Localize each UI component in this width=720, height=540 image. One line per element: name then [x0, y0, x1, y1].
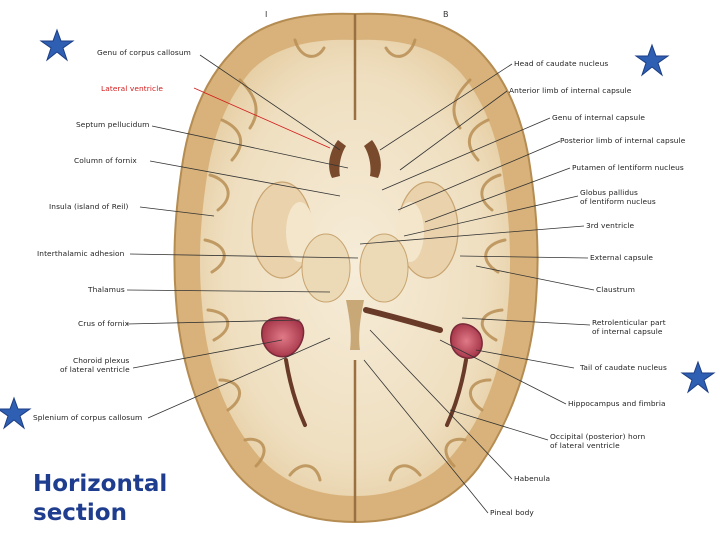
label-occipital-horn: Occipital (posterior) horn [550, 432, 646, 441]
label-globus-pallidus-line2: of lentiform nucleus [580, 197, 656, 206]
label-occipital-horn-line2: of lateral ventricle [550, 441, 620, 450]
label-column-of-fornix: Column of fornix [74, 156, 137, 165]
label-insula: Insula (island of Reil) [49, 202, 129, 211]
label-3rd-ventricle: 3rd ventricle [586, 221, 635, 230]
label-crus-of-fornix: Crus of fornix [78, 319, 130, 328]
label-thalamus: Thalamus [88, 285, 125, 294]
label-anterior-limb-ic: Anterior limb of internal capsule [509, 86, 632, 95]
label-lateral-ventricle: Lateral ventricle [101, 84, 164, 93]
lateral-ventricles [329, 140, 381, 350]
star-icon [0, 396, 32, 430]
label-retrolenticular-line2: of internal capsule [592, 327, 663, 336]
star-icon [680, 360, 716, 394]
occipital-horns [284, 358, 468, 427]
slide-title: Horizontal section [33, 470, 167, 528]
orientation-mark-left: I [265, 10, 268, 19]
orientation-mark-right: B [443, 10, 449, 19]
star-icon [634, 43, 670, 77]
label-external-capsule: External capsule [590, 253, 654, 262]
label-claustrum: Claustrum [596, 285, 635, 294]
basal-ganglia [251, 181, 459, 303]
cortical-gyri [203, 38, 507, 482]
label-choroid-plexus-line2: of lateral ventricle [60, 365, 130, 374]
label-habenula: Habenula [514, 474, 551, 483]
star-icon [39, 28, 75, 62]
slide-title-line-2: section [33, 500, 127, 526]
choroid-plexus [261, 307, 483, 359]
star-decorations [0, 28, 716, 430]
label-septum-pellucidum: Septum pellucidum [76, 120, 150, 129]
label-choroid-plexus: Choroid plexus [73, 356, 130, 365]
label-globus-pallidus: Globus pallidus [580, 188, 638, 197]
label-interthalamic-adhesion: Interthalamic adhesion [37, 249, 125, 258]
label-genu-ic: Genu of internal capsule [552, 113, 645, 122]
label-genu-corpus-callosum: Genu of corpus callosum [97, 48, 191, 57]
label-tail-caudate: Tail of caudate nucleus [580, 363, 667, 372]
label-posterior-limb-ic: Posterior limb of internal capsule [560, 136, 686, 145]
label-head-caudate: Head of caudate nucleus [514, 59, 609, 68]
label-putamen: Putamen of lentiform nucleus [572, 163, 684, 172]
label-retrolenticular: Retrolenticular part [592, 318, 666, 327]
label-hippocampus-fimbria: Hippocampus and fimbria [568, 399, 666, 408]
slide-title-line-1: Horizontal [33, 471, 168, 497]
leader-lines [126, 54, 595, 514]
label-splenium-corpus-callosum: Splenium of corpus callosum [33, 413, 143, 422]
white-matter [199, 39, 511, 496]
label-pineal-body: Pineal body [490, 508, 534, 517]
